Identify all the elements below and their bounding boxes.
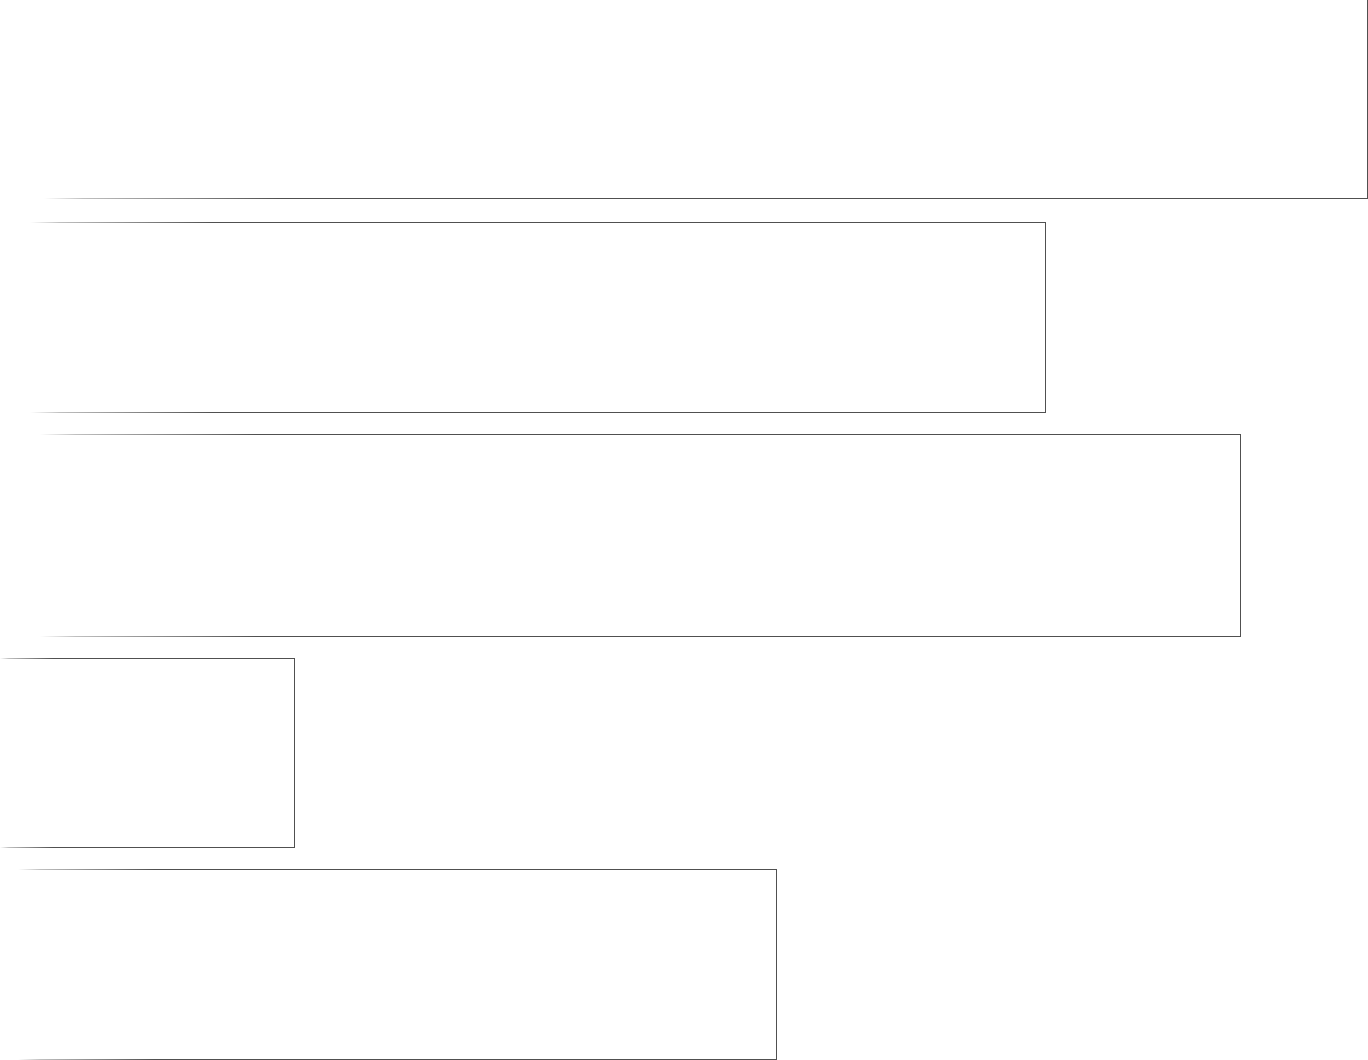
empty-panel-4	[0, 658, 295, 848]
panel-border	[1240, 434, 1241, 637]
panel-border	[1045, 222, 1046, 413]
empty-panel-3	[40, 434, 1241, 637]
empty-panel-2	[30, 222, 1046, 413]
panel-border	[776, 869, 777, 1060]
panel-border	[294, 658, 295, 848]
empty-panel-5	[18, 869, 777, 1060]
empty-panel-1	[44, 0, 1368, 199]
